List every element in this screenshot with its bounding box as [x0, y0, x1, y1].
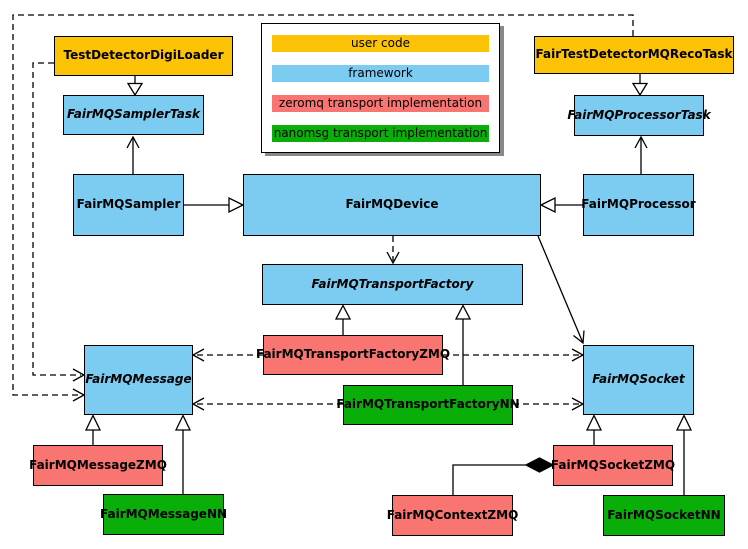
class-node-fairtestdetectormqrecotask: FairTestDetectorMQRecoTask — [534, 36, 734, 74]
edge-transportfactorynn-socket — [513, 397, 585, 411]
legend-item-nanomsg: nanomsg transport implementation — [272, 124, 489, 142]
class-node-fairmqsocketzmq: FairMQSocketZMQ — [551, 445, 675, 486]
class-node-fairmqmessagenn: FairMQMessageNN — [100, 494, 227, 535]
class-node-fairmqtransportfactoryzmq: FairMQTransportFactoryZMQ — [256, 335, 450, 375]
edge-transportfactoryzmq-message — [191, 348, 263, 362]
edge-contextzmq-socketzmq — [452, 457, 555, 495]
legend-item-user-code: user code — [272, 34, 489, 52]
class-node-fairmqcontextzmq: FairMQContextZMQ — [387, 495, 518, 536]
class-node-fairmqtransportfactorynn: FairMQTransportFactoryNN — [336, 385, 520, 425]
edge-sampler-samplertask — [126, 135, 140, 174]
edge-recotask-processortask — [631, 74, 649, 97]
class-node-fairmqsamplertask: FairMQSamplerTask — [63, 95, 204, 135]
edge-socketnn-socket — [675, 414, 693, 495]
edge-transportfactorynn-transportfactory — [454, 304, 472, 385]
class-node-fairmqmessagezmq: FairMQMessageZMQ — [29, 445, 167, 486]
edge-messagenn-message — [174, 414, 192, 494]
class-node-fairmqprocessor: FairMQProcessor — [581, 174, 696, 236]
edge-device-socket — [537, 235, 585, 345]
edge-transportfactoryzmq-socket — [443, 348, 585, 362]
edge-sampler-device — [184, 196, 245, 214]
class-node-fairmqtransportfactory: FairMQTransportFactory — [262, 264, 523, 305]
legend-item-framework: framework — [272, 64, 489, 82]
edge-processor-processortask — [634, 135, 648, 174]
class-node-fairmqsocket: FairMQSocket — [583, 345, 694, 415]
class-node-fairmqdevice: FairMQDevice — [243, 174, 541, 236]
edge-device-transportfactory — [386, 236, 400, 265]
edge-transportfactoryzmq-transportfactory — [334, 304, 352, 335]
class-node-fairmqsampler: FairMQSampler — [73, 174, 184, 236]
edge-digiloader-samplertask — [126, 76, 144, 97]
edge-messagezmq-message — [84, 414, 102, 445]
edge-processor-device — [539, 196, 583, 214]
class-node-fairmqprocessortask: FairMQProcessorTask — [567, 95, 711, 136]
edge-transportfactorynn-message — [191, 397, 343, 411]
legend-item-zeromq: zeromq transport implementation — [272, 94, 489, 112]
class-node-fairmqsocketnn: FairMQSocketNN — [603, 495, 725, 536]
class-node-fairmqmessage: FairMQMessage — [84, 345, 193, 415]
edge-socketzmq-socket — [585, 414, 603, 445]
class-node-testdetectordigiloader: TestDetectorDigiLoader — [54, 36, 233, 76]
legend: user code framework zeromq transport imp… — [261, 23, 500, 153]
